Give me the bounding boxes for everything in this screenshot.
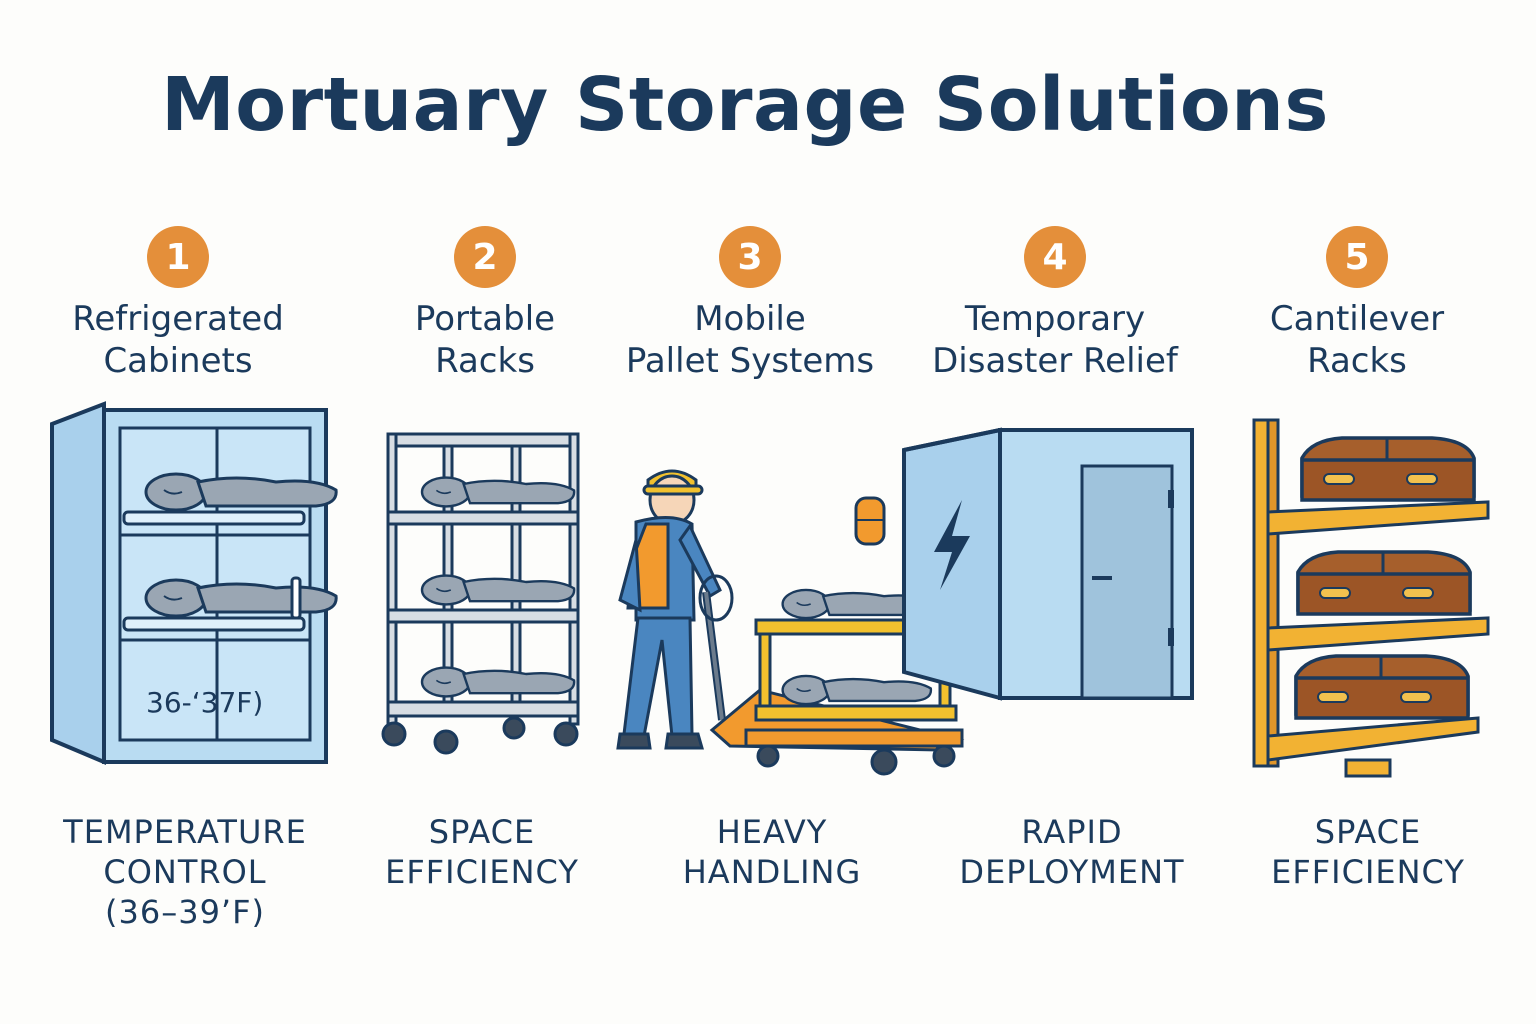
lightning-icon <box>934 500 970 590</box>
solution-name-2: Portable Racks <box>414 299 556 381</box>
step-badge-5: 5 <box>1326 226 1388 288</box>
solution-name-1: Refrigerated Cabinets <box>72 299 284 381</box>
benefit-4: RAPID DEPLOYMENT <box>959 813 1185 891</box>
benefit-1: TEMPERATURE CONTROL (36–39’F) <box>63 813 307 931</box>
solution-name-3: Mobile Pallet Systems <box>625 299 875 381</box>
step-badge-1: 1 <box>147 226 209 288</box>
page-title: Mortuary Storage Solutions <box>161 62 1329 148</box>
benefit-2: SPACE EFFICIENCY <box>385 813 579 891</box>
benefit-3: HEAVY HANDLING <box>682 813 862 891</box>
solution-3-header: 3 Mobile Pallet Systems <box>600 226 900 382</box>
solution-1-header: 1 Refrigerated Cabinets <box>28 226 328 382</box>
portable-rack-illustration <box>381 432 580 755</box>
step-badge-2: 2 <box>454 226 516 288</box>
worker-pallet-jack-illustration <box>616 469 965 776</box>
step-badge-4: 4 <box>1024 226 1086 288</box>
cabinet-temperature-label: 36-‘37F) <box>146 686 263 719</box>
cold-room-unit-illustration <box>854 427 1194 701</box>
cantilever-rack-caskets-illustration <box>1252 418 1490 778</box>
refrigerated-cabinet-illustration: 36-‘37F) <box>50 401 338 766</box>
solution-4-header: 4 Temporary Disaster Relief <box>905 226 1205 382</box>
step-badge-3: 3 <box>719 226 781 288</box>
solution-name-5: Cantilever Racks <box>1269 299 1445 381</box>
solution-name-4: Temporary Disaster Relief <box>932 299 1178 381</box>
solution-2-header: 2 Portable Racks <box>335 226 635 382</box>
benefit-5: SPACE EFFICIENCY <box>1271 813 1465 891</box>
solution-5-header: 5 Cantilever Racks <box>1207 226 1507 382</box>
